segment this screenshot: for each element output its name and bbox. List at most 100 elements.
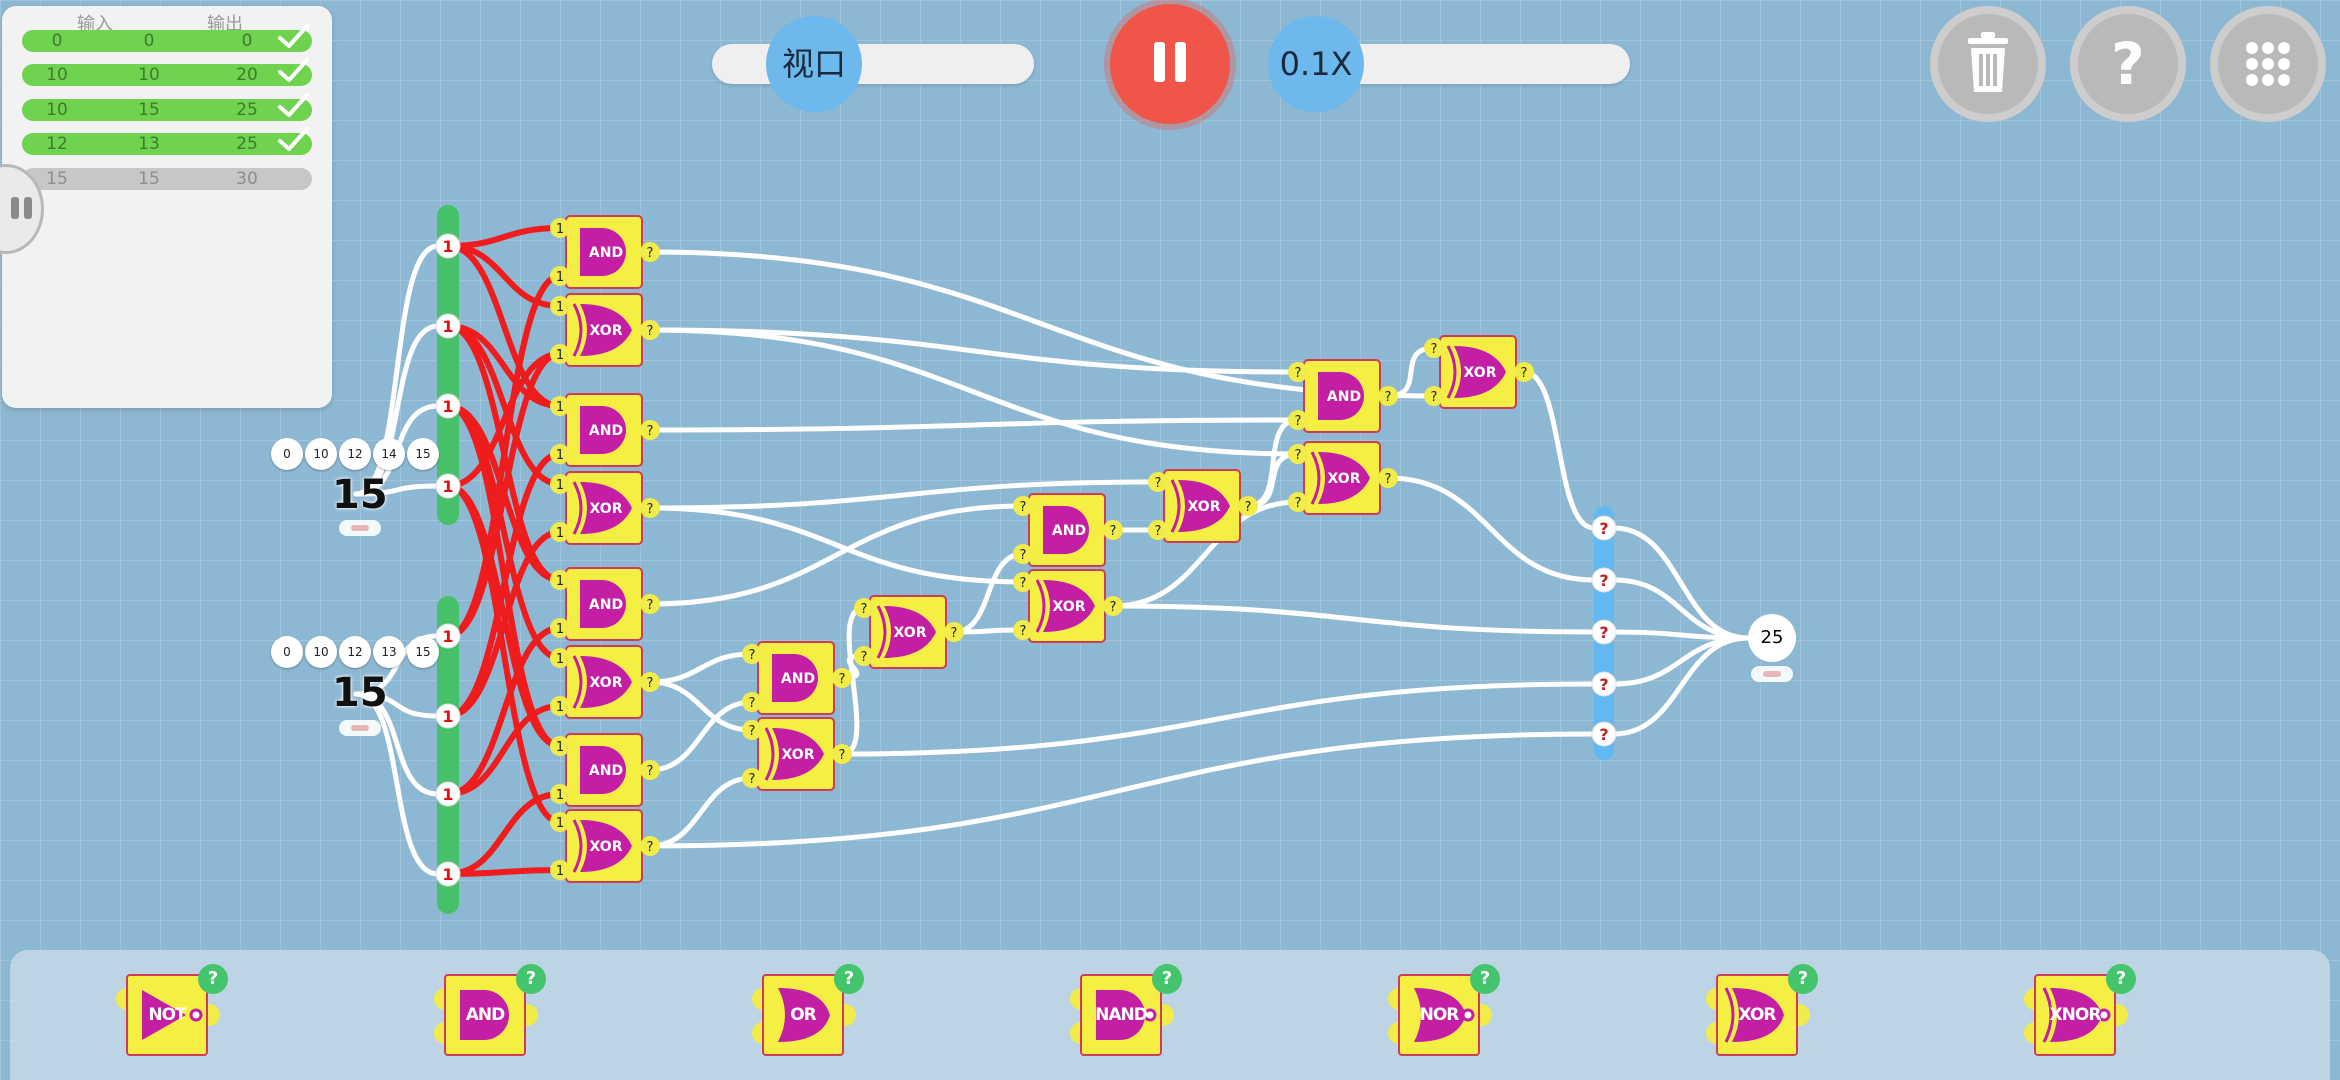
gate-output-pin[interactable] <box>640 760 660 780</box>
xor-gate[interactable]: XOR??? <box>1013 569 1123 643</box>
palette-help-button[interactable]: ? <box>2106 964 2136 994</box>
palette-or-gate[interactable]: OR? <box>746 964 876 1064</box>
gate-input-pin[interactable] <box>742 644 762 664</box>
gate-input-pin[interactable] <box>1424 338 1444 358</box>
gate-output-pin[interactable] <box>944 622 964 642</box>
and-gate[interactable]: AND??? <box>1013 493 1123 567</box>
gate-input-pin[interactable] <box>1013 572 1033 592</box>
palette-xnor-gate[interactable]: XNOR? <box>2018 964 2148 1064</box>
palette-help-button[interactable]: ? <box>1470 964 1500 994</box>
input-value-option[interactable]: 13 <box>373 636 405 668</box>
palette-help-button[interactable]: ? <box>1788 964 1818 994</box>
xor-gate[interactable]: XOR??? <box>854 595 964 669</box>
gate-input-pin[interactable] <box>1013 496 1033 516</box>
gate-output-pin[interactable] <box>640 672 660 692</box>
bit-node[interactable] <box>435 313 461 339</box>
gate-output-pin[interactable] <box>640 320 660 340</box>
gate-input-pin[interactable] <box>854 598 874 618</box>
palette-help-button[interactable]: ? <box>516 964 546 994</box>
palette-xor-gate[interactable]: XOR? <box>1700 964 1830 1064</box>
palette-help-button[interactable]: ? <box>1152 964 1182 994</box>
input-value-option[interactable]: 12 <box>339 636 371 668</box>
gate-output-pin[interactable] <box>1103 520 1123 540</box>
view-slider-knob[interactable]: 视口 <box>766 16 862 112</box>
view-slider[interactable] <box>712 44 1034 84</box>
input-value-option[interactable]: 15 <box>407 636 439 668</box>
bit-node[interactable] <box>435 623 461 649</box>
gate-input-pin[interactable] <box>1288 444 1308 464</box>
palette-help-button[interactable]: ? <box>834 964 864 994</box>
gate-input-pin[interactable] <box>550 570 570 590</box>
gate-input-pin[interactable] <box>550 266 570 286</box>
bit-node[interactable] <box>1591 721 1617 747</box>
gate-output-pin[interactable] <box>640 242 660 262</box>
gate-output-pin[interactable] <box>832 668 852 688</box>
and-gate[interactable]: AND??? <box>742 641 852 715</box>
gate-input-pin[interactable] <box>742 720 762 740</box>
palette-not-gate[interactable]: NOT? <box>110 964 240 1064</box>
gate-input-pin[interactable] <box>550 396 570 416</box>
gate-input-pin[interactable] <box>854 646 874 666</box>
bit-node[interactable] <box>435 473 461 499</box>
speed-slider-knob[interactable]: 0.1X <box>1268 16 1364 112</box>
xor-gate[interactable]: XOR??? <box>742 717 852 791</box>
gate-output-pin[interactable] <box>1378 468 1398 488</box>
gate-output-pin[interactable] <box>1378 386 1398 406</box>
trash-button[interactable] <box>1930 6 2046 122</box>
bit-node[interactable] <box>435 393 461 419</box>
gate-input-pin[interactable] <box>550 344 570 364</box>
palette-nand-gate[interactable]: NAND? <box>1064 964 1194 1064</box>
palette-nor-gate[interactable]: NOR? <box>1382 964 1512 1064</box>
gate-input-pin[interactable] <box>550 812 570 832</box>
input-value-option[interactable]: 0 <box>271 636 303 668</box>
input-value-option[interactable]: 12 <box>339 438 371 470</box>
gate-output-pin[interactable] <box>832 744 852 764</box>
help-button[interactable]: ? <box>2070 6 2186 122</box>
gate-input-pin[interactable] <box>550 860 570 880</box>
palette-help-button[interactable]: ? <box>198 964 228 994</box>
gate-input-pin[interactable] <box>550 218 570 238</box>
gate-output-pin[interactable] <box>1103 596 1123 616</box>
gate-input-pin[interactable] <box>1013 620 1033 640</box>
gate-input-pin[interactable] <box>1424 386 1444 406</box>
menu-button[interactable] <box>2210 6 2326 122</box>
bit-node[interactable] <box>1591 567 1617 593</box>
gate-output-pin[interactable] <box>640 420 660 440</box>
gate-input-pin[interactable] <box>550 296 570 316</box>
bit-node[interactable] <box>1591 515 1617 541</box>
gate-input-pin[interactable] <box>1013 544 1033 564</box>
gate-input-pin[interactable] <box>550 696 570 716</box>
bit-node[interactable] <box>435 233 461 259</box>
circuit-canvas[interactable]: AND11?XOR11?AND11?XOR11?AND11?XOR11?AND1… <box>0 0 2340 940</box>
gate-input-pin[interactable] <box>550 522 570 542</box>
gate-input-pin[interactable] <box>550 784 570 804</box>
gate-input-pin[interactable] <box>1148 520 1168 540</box>
xor-gate[interactable]: XOR??? <box>1148 469 1258 543</box>
bit-node[interactable] <box>435 703 461 729</box>
gate-input-pin[interactable] <box>550 444 570 464</box>
gate-input-pin[interactable] <box>550 618 570 638</box>
input-value-option[interactable]: 15 <box>407 438 439 470</box>
input-label-pill[interactable] <box>339 520 381 536</box>
gate-input-pin[interactable] <box>1148 472 1168 492</box>
gate-output-pin[interactable] <box>640 836 660 856</box>
gate-output-pin[interactable] <box>1514 362 1534 382</box>
xor-gate[interactable]: XOR??? <box>1424 335 1534 409</box>
bit-node[interactable] <box>1591 671 1617 697</box>
xor-gate[interactable]: XOR??? <box>1288 441 1398 515</box>
gate-input-pin[interactable] <box>1288 492 1308 512</box>
bit-node[interactable] <box>1591 619 1617 645</box>
gate-input-pin[interactable] <box>1288 410 1308 430</box>
input-value-option[interactable]: 0 <box>271 438 303 470</box>
gate-output-pin[interactable] <box>640 498 660 518</box>
gate-input-pin[interactable] <box>550 474 570 494</box>
gate-output-pin[interactable] <box>640 594 660 614</box>
input-value-option[interactable]: 10 <box>305 636 337 668</box>
palette-and-gate[interactable]: AND? <box>428 964 558 1064</box>
gate-input-pin[interactable] <box>1288 362 1308 382</box>
